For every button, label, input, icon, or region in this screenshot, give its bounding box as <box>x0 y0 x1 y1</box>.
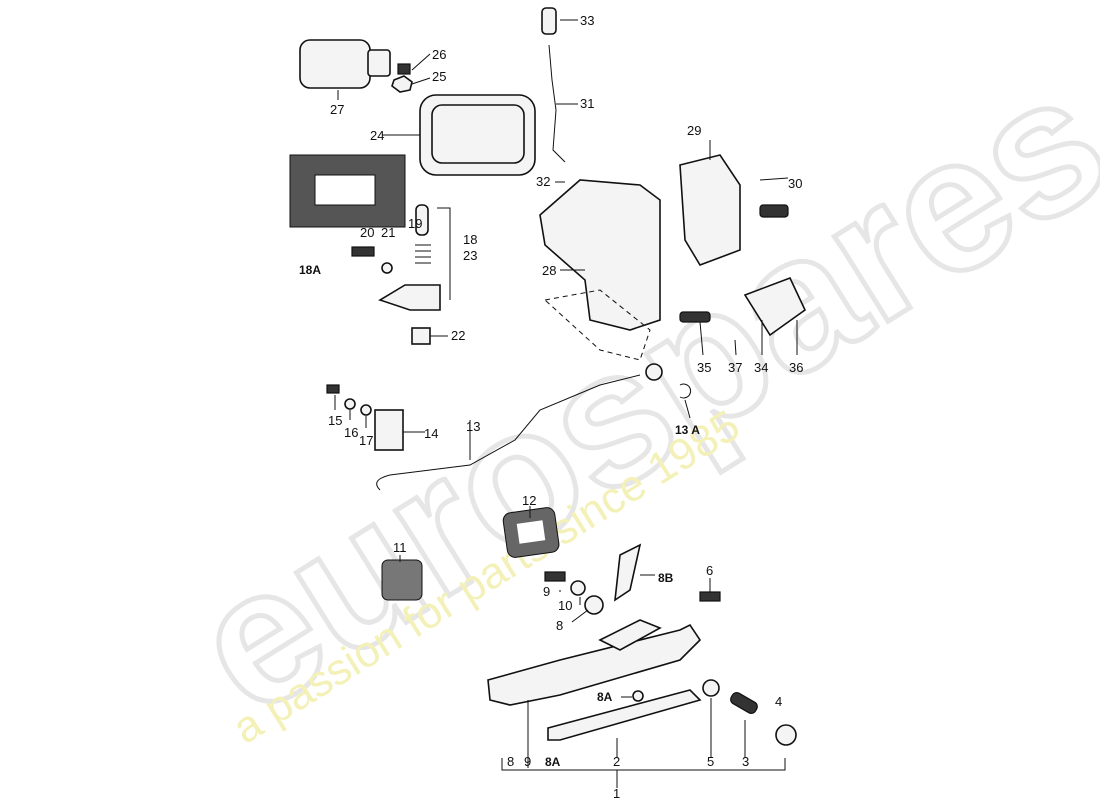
part-handle <box>487 623 702 706</box>
part-25 <box>391 75 413 93</box>
label-13A: 13 A <box>675 423 700 437</box>
part-8A <box>632 690 644 702</box>
label-9: 9 <box>543 584 550 599</box>
label-1: 1 <box>613 786 620 800</box>
part-13A <box>679 383 692 399</box>
part-lever <box>378 284 441 311</box>
part-8 <box>584 595 604 615</box>
label-6: 6 <box>706 563 713 578</box>
label-3: 3 <box>742 754 749 769</box>
label-29: 29 <box>687 123 701 138</box>
label-17: 17 <box>359 433 373 448</box>
part-15 <box>326 384 340 394</box>
part-5 <box>702 679 720 697</box>
label-37: 37 <box>728 360 742 375</box>
part-8B <box>614 543 642 602</box>
label-14: 14 <box>424 426 438 441</box>
part-22 <box>411 327 431 345</box>
label-23: 23 <box>463 248 477 263</box>
label-32: 32 <box>536 174 550 189</box>
label-15: 15 <box>328 413 342 428</box>
part-27 <box>299 39 371 89</box>
label-19: 19 <box>408 216 422 231</box>
label-25: 25 <box>432 69 446 84</box>
label-24: 24 <box>370 128 384 143</box>
part-16 <box>344 398 356 410</box>
label-8A: 8A <box>597 690 613 704</box>
label-28: 28 <box>542 263 556 278</box>
part-21 <box>381 262 393 274</box>
label-33: 33 <box>580 13 594 28</box>
label-22: 22 <box>451 328 465 343</box>
assembly-bracket <box>501 758 786 788</box>
label-10: 10 <box>558 598 572 613</box>
part-9 <box>544 571 566 582</box>
part-6 <box>699 591 721 602</box>
part-30 <box>759 204 789 218</box>
part-3 <box>730 692 758 714</box>
label-bottom-8: 8 <box>507 754 514 769</box>
label-26: 26 <box>432 47 446 62</box>
part-29 <box>679 154 741 266</box>
label-16: 16 <box>344 425 358 440</box>
label-20: 20 <box>360 225 374 240</box>
label-8B: 8B <box>658 571 674 585</box>
part-10 <box>570 580 586 596</box>
part-23 <box>415 244 431 264</box>
label-21: 21 <box>381 225 395 240</box>
label-36: 36 <box>789 360 803 375</box>
label-18A: 18A <box>299 263 321 277</box>
part-17 <box>360 404 372 416</box>
label-30: 30 <box>788 176 802 191</box>
part-14 <box>374 409 404 451</box>
part-28 <box>539 179 661 331</box>
label-13: 13 <box>466 419 480 434</box>
label-27: 27 <box>330 102 344 117</box>
label-18: 18 <box>463 232 477 247</box>
label-35: 35 <box>697 360 711 375</box>
label-bottom-9: 9 <box>524 754 531 769</box>
part-13 <box>376 374 641 491</box>
label-11: 11 <box>393 540 407 555</box>
label-4: 4 <box>775 694 782 709</box>
label-2: 2 <box>613 754 620 769</box>
label-12: 12 <box>522 493 536 508</box>
part-31 <box>548 44 566 163</box>
callout-labels: 33 26 25 31 27 24 29 30 32 19 18 20 21 2… <box>299 13 803 800</box>
part-11 <box>381 559 423 601</box>
label-8: 8 <box>556 618 563 633</box>
part-drawings <box>289 7 807 788</box>
label-bottom-8A: 8A <box>545 755 561 769</box>
part-20 <box>351 246 375 257</box>
part-35 <box>679 311 711 323</box>
part-2 <box>547 689 702 741</box>
part-33 <box>541 7 557 35</box>
part-19 <box>415 204 429 236</box>
label-5: 5 <box>707 754 714 769</box>
part-4 <box>775 724 797 746</box>
part-26 <box>397 63 411 75</box>
label-34: 34 <box>754 360 768 375</box>
label-31: 31 <box>580 96 594 111</box>
